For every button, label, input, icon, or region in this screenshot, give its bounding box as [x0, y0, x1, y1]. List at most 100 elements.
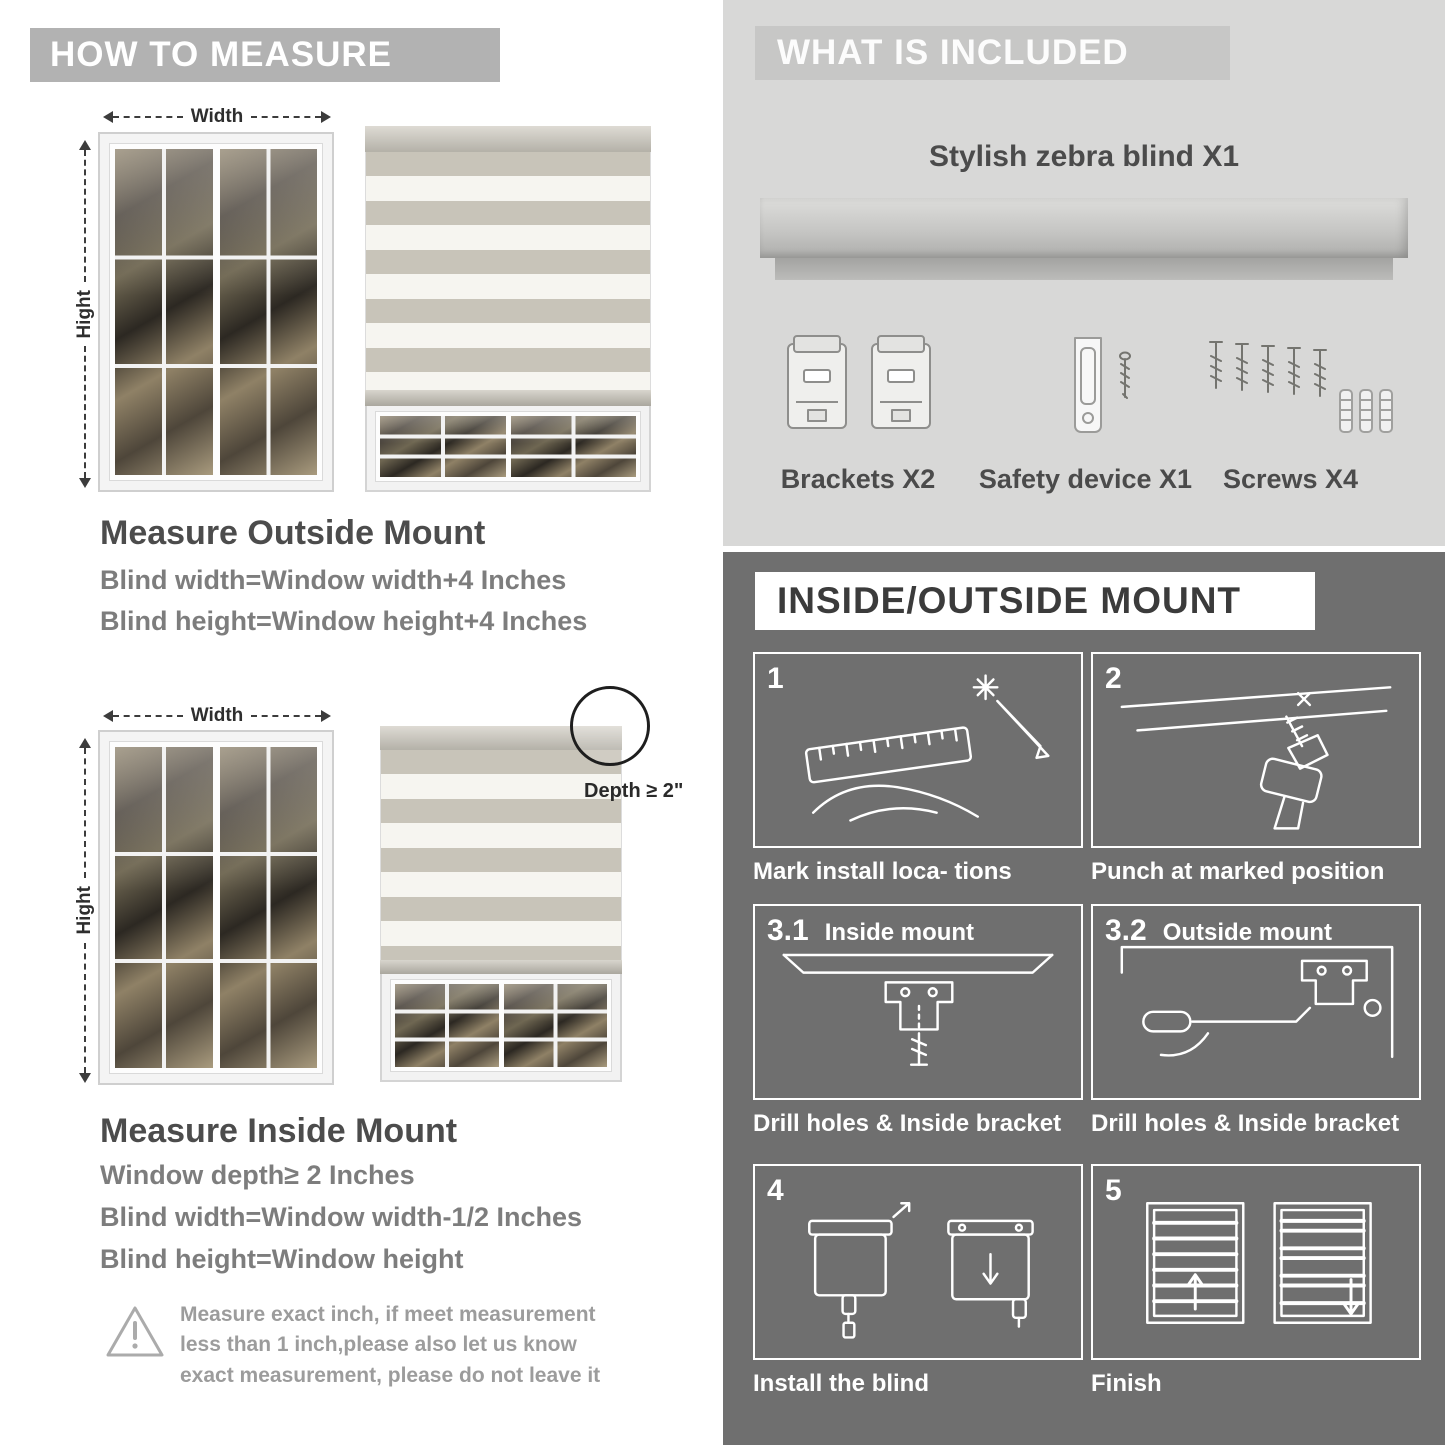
blind-headrail — [365, 126, 651, 152]
step-number: 3.1 — [767, 914, 809, 947]
window-sash — [380, 416, 506, 477]
step-number: 4 — [767, 1174, 784, 1207]
mount-section-header: INSIDE/OUTSIDE MOUNT — [755, 572, 1315, 630]
step-title: Outside mount — [1162, 919, 1333, 946]
dashed-line — [251, 116, 321, 118]
window-glass — [109, 741, 323, 1074]
step-caption: Mark install loca- tions — [753, 858, 1012, 885]
dashed-line — [251, 715, 321, 717]
arrowhead-up-icon — [79, 738, 91, 748]
height-arrow-outside: Hight — [74, 140, 95, 489]
brackets-icon — [787, 335, 931, 429]
warning-triangle-icon — [106, 1306, 164, 1357]
arrowhead-right-icon — [321, 111, 331, 123]
outside-mount-line1: Blind width=Window width+4 Inches — [100, 565, 567, 595]
width-label: Width — [190, 705, 244, 726]
mount-instructions-section: INSIDE/OUTSIDE MOUNT — [723, 552, 1445, 1445]
headrail-underside — [775, 258, 1393, 280]
outside-bracket-illustration — [1120, 945, 1394, 1059]
depth-callout-circle — [570, 686, 650, 766]
window-sash — [510, 416, 636, 477]
width-label: Width — [190, 106, 244, 127]
drill-punch-illustration — [1120, 686, 1392, 830]
outside-mount-line2: Blind height=Window height+4 Inches — [100, 606, 588, 636]
step-title: Inside mount — [824, 919, 975, 946]
arrowhead-up-icon — [79, 140, 91, 150]
width-arrow-inside: Width — [103, 705, 331, 726]
step-3-1: 3.1 Inside mount Drill holes & Inside br… — [753, 904, 1083, 1138]
window-below-blind — [380, 974, 622, 1082]
step-1: 1 Mark install loca- tions — [753, 652, 1083, 886]
window-glass — [375, 411, 641, 482]
window-sash — [115, 747, 213, 1068]
inside-mount-line2: Blind width=Window width-1/2 Inches — [100, 1202, 583, 1232]
window-sash — [219, 747, 317, 1068]
outside-mount-title: Measure Outside Mount — [100, 514, 486, 552]
arrowhead-down-icon — [79, 1073, 91, 1084]
brackets-label: Brackets X2 — [780, 464, 936, 494]
step-number: 1 — [767, 662, 784, 695]
window-sash — [503, 984, 607, 1067]
step-4: 4 Install the blind — [753, 1164, 1083, 1398]
install-blind-illustration — [808, 1202, 1034, 1339]
window-illustration-outside — [98, 132, 334, 492]
step-caption: Drill holes & Inside bracket — [1091, 1110, 1400, 1137]
blind-stripes — [380, 750, 622, 960]
dashed-line — [113, 715, 183, 717]
safety-device-label: Safety device X1 — [978, 464, 1193, 494]
width-arrow-outside: Width — [103, 106, 331, 127]
window-sash — [395, 984, 499, 1067]
blind-bottomrail — [365, 390, 651, 406]
inside-bracket-illustration — [782, 953, 1054, 1066]
step-caption: Install the blind — [753, 1370, 930, 1397]
screws-label: Screws X4 — [1222, 464, 1359, 494]
inside-mount-line3: Blind height=Window height — [100, 1244, 464, 1274]
step-3-2-panel: 3.2 Outside mount — [1091, 904, 1421, 1100]
step-2-panel: 2 — [1091, 652, 1421, 848]
step-caption: Drill holes & Inside bracket — [753, 1110, 1062, 1137]
step-3-1-panel: 3.1 Inside mount — [753, 904, 1083, 1100]
step-3-2: 3.2 Outside mount Drill holes & Inside b… — [1091, 904, 1421, 1138]
window-glass — [109, 143, 323, 481]
height-label: Hight — [74, 289, 95, 339]
headrail-illustration — [760, 198, 1408, 258]
arrowhead-left-icon — [103, 710, 113, 722]
how-to-measure-header: HOW TO MEASURE — [30, 28, 500, 82]
window-sash — [115, 149, 213, 475]
depth-label: Depth ≥ 2" — [584, 780, 684, 802]
height-arrow-inside: Hight — [74, 738, 95, 1084]
screws-icon — [1209, 341, 1393, 433]
arrowhead-right-icon — [321, 710, 331, 722]
step-number: 3.2 — [1105, 914, 1147, 947]
step-5: 5 Finish — [1091, 1164, 1421, 1398]
dashed-line — [84, 748, 86, 879]
step-number: 2 — [1105, 662, 1122, 695]
dashed-line — [84, 150, 86, 282]
finished-blinds-illustration — [1146, 1202, 1372, 1324]
zebra-blind-illustration-outside — [365, 126, 651, 492]
inside-mount-line1: Window depth≥ 2 Inches — [100, 1160, 415, 1190]
step-1-panel: 1 — [753, 652, 1083, 848]
zebra-blind-illustration-inside — [380, 726, 622, 1082]
arrowhead-down-icon — [79, 478, 91, 489]
what-is-included-header: WHAT IS INCLUDED — [755, 26, 1230, 80]
inside-mount-title: Measure Inside Mount — [100, 1112, 458, 1150]
what-is-included-section: WHAT IS INCLUDED Stylish zebra blind X1 — [723, 0, 1445, 546]
window-below-blind — [365, 406, 651, 492]
safety-device-icon — [1074, 337, 1131, 433]
step-4-panel: 4 — [753, 1164, 1083, 1360]
step-caption: Punch at marked position — [1091, 858, 1385, 885]
step-2: 2 Punch at marked position — [1091, 652, 1421, 886]
measure-note: Measure exact inch, if meet measurement … — [180, 1303, 601, 1387]
step-5-panel: 5 — [1091, 1164, 1421, 1360]
window-illustration-inside — [98, 730, 334, 1085]
mark-location-illustration — [804, 674, 1050, 822]
window-glass — [390, 979, 612, 1072]
blind-bottomrail — [380, 960, 622, 974]
dashed-line — [84, 346, 86, 479]
dashed-line — [84, 942, 86, 1074]
blind-item-label: Stylish zebra blind X1 — [928, 140, 1240, 173]
height-label: Hight — [74, 886, 95, 935]
step-caption: Finish — [1091, 1370, 1162, 1397]
arrowhead-left-icon — [103, 111, 113, 123]
